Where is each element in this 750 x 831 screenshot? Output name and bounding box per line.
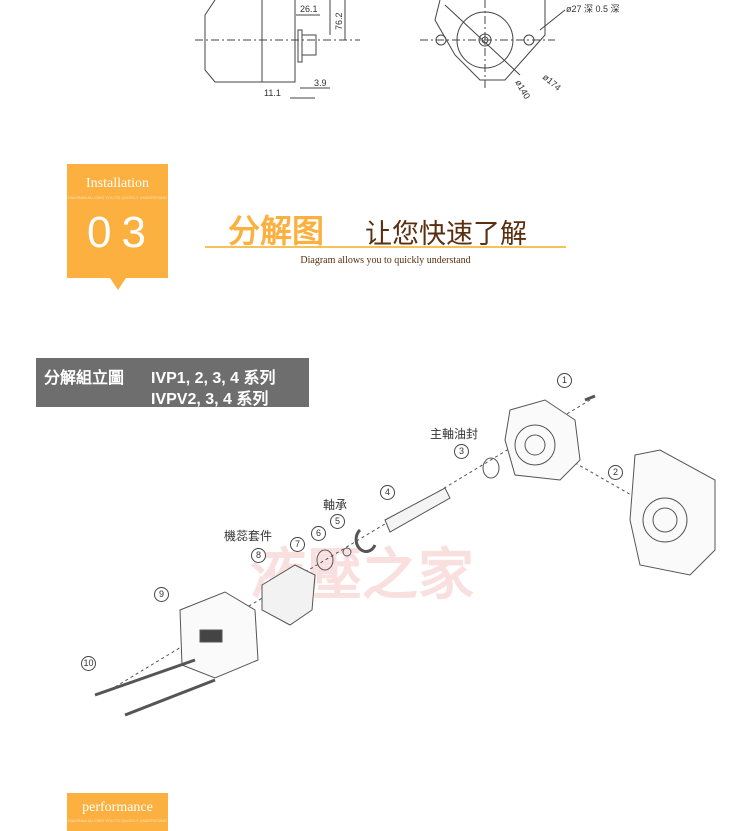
section-badge: Installation DIAGRAM ALLOWS YOU TO QUICK… — [67, 164, 168, 278]
diagram-banner: 分解組立圖 IVP1, 2, 3, 4 系列 IVPV2, 3, 4 系列 — [36, 358, 309, 408]
badge-small-text: DIAGRAM ALLOWS YOU TO QUICKLY UNDERSTAND — [67, 195, 168, 200]
dim-174: ø174 — [541, 72, 563, 93]
badge-label: Installation — [86, 176, 149, 191]
callout-3: 3 — [454, 444, 469, 459]
callout-2: 2 — [608, 465, 623, 480]
banner-title: 分解組立圖 — [44, 370, 125, 387]
callout-6: 6 — [311, 526, 326, 541]
title-underline — [205, 246, 566, 248]
callout-5: 5 — [330, 514, 345, 529]
badge-pointer — [110, 278, 126, 290]
dimension-drawing: 26.1 76.2 3.9 11.1 ø140 ø174 ø27 深 0.5 深 — [195, 0, 620, 101]
callout-9: 9 — [154, 587, 169, 602]
performance-badge: performance DIAGRAM ALLOWS YOU TO QUICKL… — [67, 793, 168, 831]
label-oil-seal: 主軸油封 — [430, 427, 479, 441]
dim-11-1: 11.1 — [264, 88, 281, 98]
callout-1: 1 — [557, 373, 572, 388]
label-cartridge: 機蕊套件 — [224, 529, 273, 543]
callout-4: 4 — [380, 485, 395, 500]
banner-series-1: IVP1, 2, 3, 4 系列 — [151, 370, 276, 387]
dim-26-1: 26.1 — [300, 4, 318, 14]
badge-number: 03 — [87, 208, 156, 257]
performance-small-text: DIAGRAM ALLOWS YOU TO QUICKLY UNDERSTAND — [67, 818, 168, 823]
callout-7: 7 — [290, 537, 305, 552]
banner-series-2: IVPV2, 3, 4 系列 — [151, 391, 269, 408]
label-bearing: 軸承 — [323, 498, 348, 512]
performance-label: performance — [82, 800, 153, 815]
dim-27: ø27 深 0.5 深 — [566, 4, 620, 14]
callout-10: 10 — [81, 656, 96, 671]
callout-8: 8 — [251, 548, 266, 563]
section-title: 让您快速了解 — [365, 219, 527, 249]
dim-3-9: 3.9 — [314, 78, 327, 88]
dim-140: ø140 — [513, 78, 532, 101]
exploded-diagram — [94, 394, 716, 717]
section-subtitle: Diagram allows you to quickly understand — [300, 255, 471, 266]
section-title-highlight: 分解图 — [228, 213, 325, 249]
dim-76-2: 76.2 — [334, 12, 344, 30]
